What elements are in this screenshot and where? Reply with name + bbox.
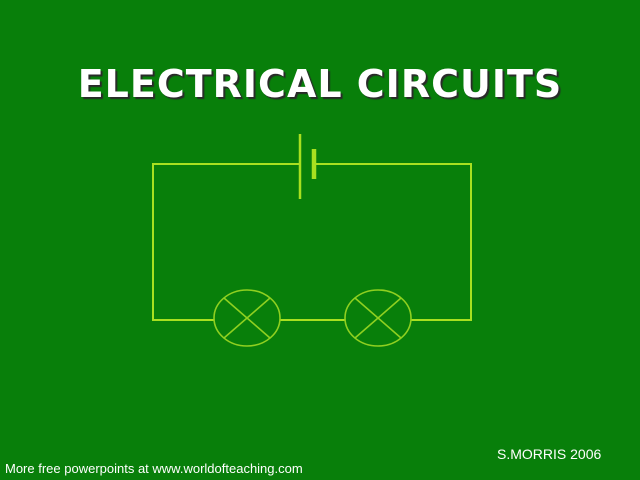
lamp-2-icon <box>344 289 412 347</box>
footer-link-text: More free powerpoints at www.worldofteac… <box>5 461 303 476</box>
slide-title: ELECTRICAL CIRCUITS <box>77 62 563 106</box>
wires <box>152 163 472 321</box>
battery-cell-icon <box>298 134 317 199</box>
author-credit: S.MORRIS 2006 <box>497 446 602 462</box>
lamp-1-icon <box>213 289 281 347</box>
